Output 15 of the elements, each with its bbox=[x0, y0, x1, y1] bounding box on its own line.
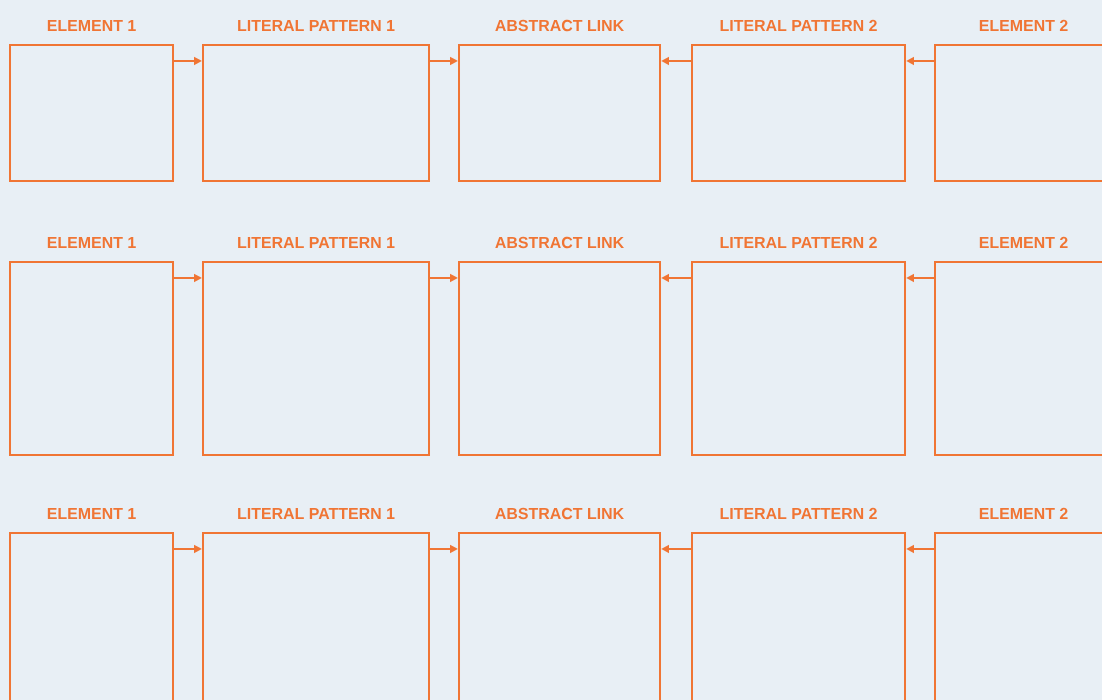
box-heading: ABSTRACT LINK bbox=[495, 236, 624, 249]
box-heading: ELEMENT 2 bbox=[979, 19, 1068, 31]
box-heading: ELEMENT 1 bbox=[47, 20, 136, 31]
box-heading: ABSTRACT LINK bbox=[495, 507, 624, 520]
box-heading: ELEMENT 1 bbox=[47, 508, 136, 519]
box-heading: LITERAL PATTERN 2 bbox=[720, 236, 877, 248]
box-heading: ELEMENT 1 bbox=[47, 237, 136, 248]
box-heading: ELEMENT 2 bbox=[979, 507, 1068, 519]
box-heading: LITERAL PATTERN 1 bbox=[238, 20, 395, 31]
box-heading: LITERAL PATTERN 1 bbox=[238, 508, 395, 519]
box-heading: ABSTRACT LINK bbox=[495, 19, 624, 32]
box-heading: ELEMENT 2 bbox=[979, 236, 1068, 248]
box-heading: LITERAL PATTERN 1 bbox=[238, 237, 395, 248]
box-heading: LITERAL PATTERN 2 bbox=[720, 507, 877, 519]
box-heading: LITERAL PATTERN 2 bbox=[720, 19, 877, 31]
